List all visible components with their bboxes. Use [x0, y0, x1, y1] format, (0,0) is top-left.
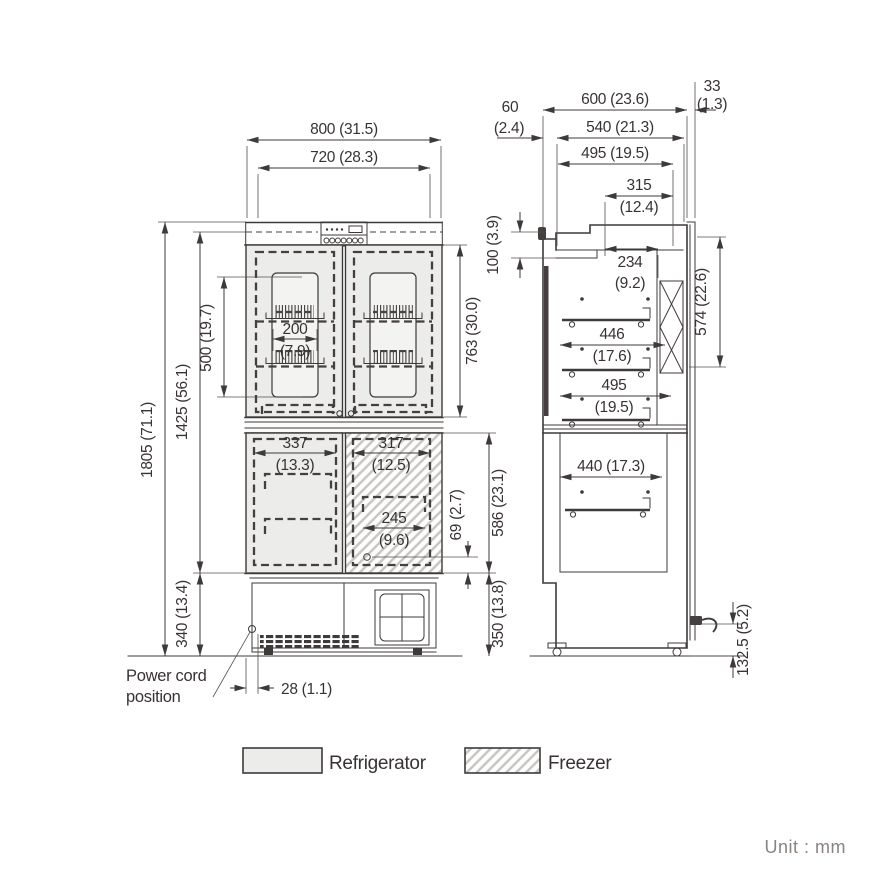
door-lock-left [336, 410, 343, 417]
dim-freezer-inner-width-inch: (9.6) [379, 532, 410, 549]
lower-left-tray-1 [263, 472, 333, 489]
power-cord-label-line1: Power cord [126, 667, 207, 685]
side-divider [542, 424, 688, 430]
door-liner-strip [544, 266, 549, 416]
dim-body-depth: 540 (21.3) [586, 119, 654, 136]
center-divider [244, 416, 444, 434]
dim-lower-door-height: 586 (23.1) [490, 469, 507, 537]
dim-mid-shelf-depth-mm: 446 [600, 326, 625, 343]
lower-left-tray-2 [263, 517, 333, 534]
dim-base-height-right: 350 (13.8) [490, 580, 507, 648]
dim-interior-depth: 495 (19.5) [581, 145, 649, 162]
upper-door-left-gasket [254, 250, 336, 414]
evaporator-coil [659, 280, 684, 374]
condenser-unit [374, 589, 430, 646]
dim-freezer-inner-width-mm: 245 [382, 510, 407, 527]
freezer-interior [559, 432, 668, 573]
dim-upper-door-height: 763 (30.0) [464, 297, 481, 365]
upper-door-right-tray [353, 403, 428, 414]
upper-door-right-gasket [352, 250, 434, 414]
control-panel [320, 221, 368, 247]
machine-compartment [244, 572, 444, 655]
legend: Refrigerator Freezer [242, 747, 613, 774]
dim-lower-shelf-depth-mm: 495 [602, 377, 627, 394]
dim-depth-total: 600 (23.6) [581, 91, 649, 108]
dim-door-depth-mm: 60 [502, 99, 519, 116]
side-outline [542, 224, 688, 649]
foot-left [264, 648, 273, 655]
unit-label: Unit : mm [764, 837, 846, 857]
dim-rack-width-inch: (7.9) [280, 343, 311, 360]
dim-front-width-outer: 800 (31.5) [310, 121, 378, 138]
legend-label-freezer: Freezer [548, 753, 612, 774]
dim-top-recess-height: 100 (3.9) [485, 215, 502, 274]
dim-upper-shelf-depth-inch: (9.2) [615, 275, 646, 292]
dim-rack-width-mm: 200 [283, 321, 309, 338]
dim-window-height: 500 (19.7) [198, 304, 215, 372]
power-cord-marker [212, 611, 256, 698]
dim-door-depth-inch: (2.4) [494, 120, 525, 137]
lower-left-gasket [252, 437, 338, 567]
front-view [127, 221, 463, 698]
vial-racks [256, 305, 432, 368]
back-panel [686, 221, 696, 641]
dim-back-clearance-inch: (1.3) [697, 96, 728, 113]
vent-grille [260, 634, 360, 648]
dim-lower-right-width-inch: (12.5) [372, 457, 411, 474]
side-view-dimensions: 600 (23.6) 540 (21.3) 495 (19.5) 315 (12… [485, 78, 752, 678]
dim-height-total: 1805 (71.1) [139, 402, 156, 478]
dim-cord-height: 132.5 (5.2) [735, 604, 752, 676]
dim-upper-shelf-depth-mm: 234 [618, 254, 644, 271]
dim-lower-left-width-mm: 337 [283, 435, 308, 452]
lower-door-refrigerator [245, 432, 344, 574]
control-panel-display [348, 225, 363, 233]
front-view-dimensions: 800 (31.5) 720 (28.3) 1805 (71.1) 1425 (… [126, 121, 507, 706]
dim-top-shelf-depth-mm: 315 [627, 177, 652, 194]
dim-front-width-doors: 720 (28.3) [310, 149, 378, 166]
dim-back-clearance-mm: 33 [704, 78, 721, 95]
dim-base-height-left: 340 (13.4) [174, 580, 191, 648]
casters [547, 642, 687, 657]
dim-lower-left-width-inch: (13.3) [276, 457, 315, 474]
door-window-right [369, 272, 417, 398]
power-cord-side [690, 616, 718, 633]
dim-top-shelf-depth-inch: (12.4) [620, 199, 659, 216]
upper-door-left-tray [260, 403, 335, 414]
legend-label-refrigerator: Refrigerator [329, 753, 427, 774]
dim-interior-height: 574 (22.6) [693, 268, 710, 336]
door-lock-right [347, 410, 355, 417]
dim-lower-right-width-mm: 317 [379, 435, 404, 452]
dim-height-body: 1425 (56.1) [174, 364, 191, 440]
freezer-drain-hole [363, 553, 371, 561]
foot-right [413, 648, 422, 655]
lower-door-freezer [344, 432, 443, 574]
control-panel-vents [323, 237, 364, 244]
top-hinge [538, 227, 546, 240]
shelves [562, 297, 651, 518]
dim-power-cord-offset: 28 (1.1) [281, 681, 332, 698]
dim-lower-shelf-depth-inch: (19.5) [595, 399, 634, 416]
legend-swatch-freezer [464, 747, 541, 774]
lower-right-gasket [351, 437, 432, 567]
power-cord-label-line2: position [126, 688, 181, 706]
dim-drain-offset: 69 (2.7) [448, 489, 465, 540]
freezer-tray [361, 495, 427, 512]
legend-swatch-refrigerator [242, 747, 323, 774]
dim-mid-shelf-depth-inch: (17.6) [593, 348, 632, 365]
dim-freezer-shelf-depth: 440 (17.3) [577, 458, 645, 475]
